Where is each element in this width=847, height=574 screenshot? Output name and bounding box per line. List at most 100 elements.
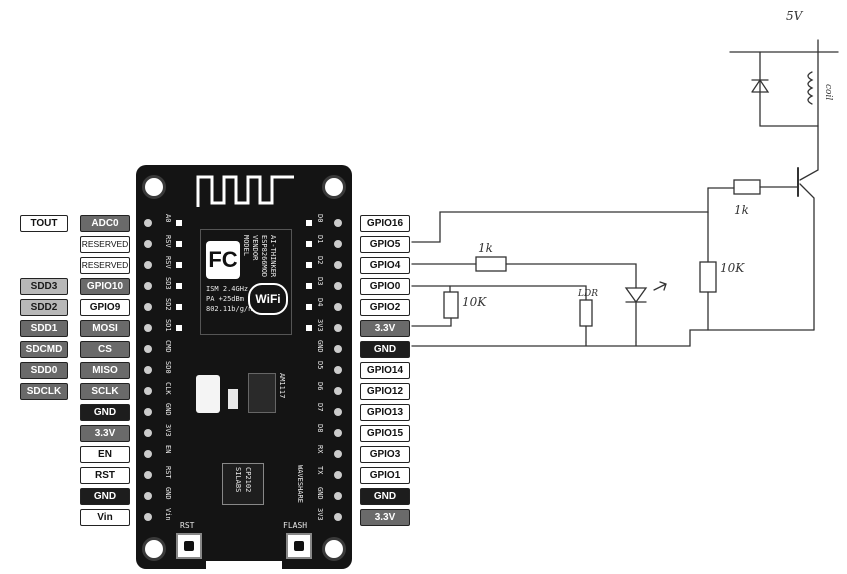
led <box>624 287 648 304</box>
right-pin-label: GPIO5 <box>360 236 410 253</box>
left-header-pin <box>144 492 152 500</box>
board-silk-right-label: D6 <box>316 382 324 391</box>
board-silk-right-label: D8 <box>316 424 324 433</box>
left-module-pad <box>176 325 182 331</box>
mount-hole <box>322 537 346 561</box>
resistor-10k-pulldown <box>699 261 717 293</box>
relay-coil <box>807 71 814 105</box>
right-header-pin <box>334 324 342 332</box>
wire-to-3v3 <box>411 317 452 327</box>
left-module-pad <box>176 220 182 226</box>
module-model-label: MODEL <box>242 235 250 257</box>
right-module-pad <box>306 262 312 268</box>
right-pin-label: 3.3V <box>360 509 410 526</box>
rst-button[interactable] <box>176 533 202 559</box>
wire-ldr-top <box>411 285 587 301</box>
flash-button[interactable] <box>286 533 312 559</box>
usb-chip-line2: CP2102 <box>244 467 252 493</box>
board-silk-left-label: CLK <box>164 382 172 395</box>
left-pin-label: MOSI <box>80 320 130 337</box>
module-vendor-label: VENDOR <box>251 235 259 261</box>
capacitor-small <box>228 389 238 409</box>
right-pin-label: GPIO16 <box>360 215 410 232</box>
right-pin-label: GPIO15 <box>360 425 410 442</box>
regulator-label: AM1117 <box>278 373 286 399</box>
left-module-pad <box>176 241 182 247</box>
ground-rail <box>411 329 815 347</box>
board-silk-right-label: D2 <box>316 256 324 265</box>
board-silk-right-label: D7 <box>316 403 324 412</box>
board-silk-right-label: GND <box>316 340 324 353</box>
board-silk-right-label: D3 <box>316 277 324 286</box>
right-pin-label: 3.3V <box>360 320 410 337</box>
right-pin-label: GND <box>360 341 410 358</box>
right-module-pad <box>306 220 312 226</box>
right-module-pad <box>306 241 312 247</box>
left-header-pin <box>144 345 152 353</box>
left-pin-alt-label: SDCLK <box>20 383 68 400</box>
left-module-pad <box>176 304 182 310</box>
left-pin-alt-label: TOUT <box>20 215 68 232</box>
board-silk-right-label: 3V3 <box>316 319 324 332</box>
label-10k-pulldown: 10K <box>720 261 745 275</box>
transistor-emitter <box>799 183 815 331</box>
right-header-pin <box>334 513 342 521</box>
right-pin-label: GPIO12 <box>360 383 410 400</box>
left-pin-label: 3.3V <box>80 425 130 442</box>
right-pin-label: GPIO3 <box>360 446 410 463</box>
left-pin-label: GPIO9 <box>80 299 130 316</box>
board-silk-right-label: 3V3 <box>316 508 324 521</box>
board-silk-left-label: A0 <box>164 214 172 223</box>
right-header-pin <box>334 450 342 458</box>
left-header-pin <box>144 450 152 458</box>
module-vendor-value: AI-THINKER <box>269 235 277 278</box>
left-pin-label: SCLK <box>80 383 130 400</box>
left-header-pin <box>144 240 152 248</box>
board-silk-left-label: EN <box>164 445 172 454</box>
right-header-pin <box>334 261 342 269</box>
left-header-pin <box>144 303 152 311</box>
wire-gpio5 <box>411 187 709 243</box>
board-silk-left-label: GND <box>164 403 172 416</box>
board-silk-left-label: GND <box>164 487 172 500</box>
left-header-pin <box>144 513 152 521</box>
esp-module <box>200 229 292 335</box>
board-silk-left-label: Vin <box>164 508 172 521</box>
board-silk-left-label: RSV <box>164 256 172 269</box>
left-header-pin <box>144 282 152 290</box>
regulator-chip <box>248 373 276 413</box>
antenna-trace <box>196 175 294 207</box>
flash-button-cap[interactable] <box>294 541 304 551</box>
left-pin-label: ADC0 <box>80 215 130 232</box>
left-pin-alt-label: SDD1 <box>20 320 68 337</box>
left-pin-label: CS <box>80 341 130 358</box>
left-pin-alt-label: SDD3 <box>20 278 68 295</box>
mount-hole <box>322 175 346 199</box>
right-header-pin <box>334 366 342 374</box>
label-1k-gpio4: 1k <box>478 241 493 255</box>
left-header-pin <box>144 471 152 479</box>
right-header-pin <box>334 387 342 395</box>
board-silk-left-label: RSV <box>164 235 172 248</box>
board-silk-left-label: SD1 <box>164 319 172 332</box>
nodemcu-board: FC MODEL VENDOR ESP8266MOD AI-THINKER IS… <box>136 165 352 569</box>
left-pin-label: Vin <box>80 509 130 526</box>
rst-button-cap[interactable] <box>184 541 194 551</box>
label-ldr: LDR <box>577 289 598 299</box>
transistor-collector <box>799 125 819 181</box>
left-header-pin <box>144 366 152 374</box>
right-header-pin <box>334 219 342 227</box>
left-pin-label: EN <box>80 446 130 463</box>
flyback-diode <box>751 78 770 93</box>
left-module-pad <box>176 262 182 268</box>
capacitor <box>196 375 220 413</box>
right-pin-label: GPIO0 <box>360 278 410 295</box>
module-pa: PA +25dBm <box>206 295 244 303</box>
board-silk-left-label: SD3 <box>164 277 172 290</box>
label-10k-gpio0: 10K <box>462 295 487 309</box>
left-pin-alt-label: SDD2 <box>20 299 68 316</box>
wifi-logo: WiFi <box>248 283 288 315</box>
left-module-pad <box>176 283 182 289</box>
board-silk-left-label: SD2 <box>164 298 172 311</box>
